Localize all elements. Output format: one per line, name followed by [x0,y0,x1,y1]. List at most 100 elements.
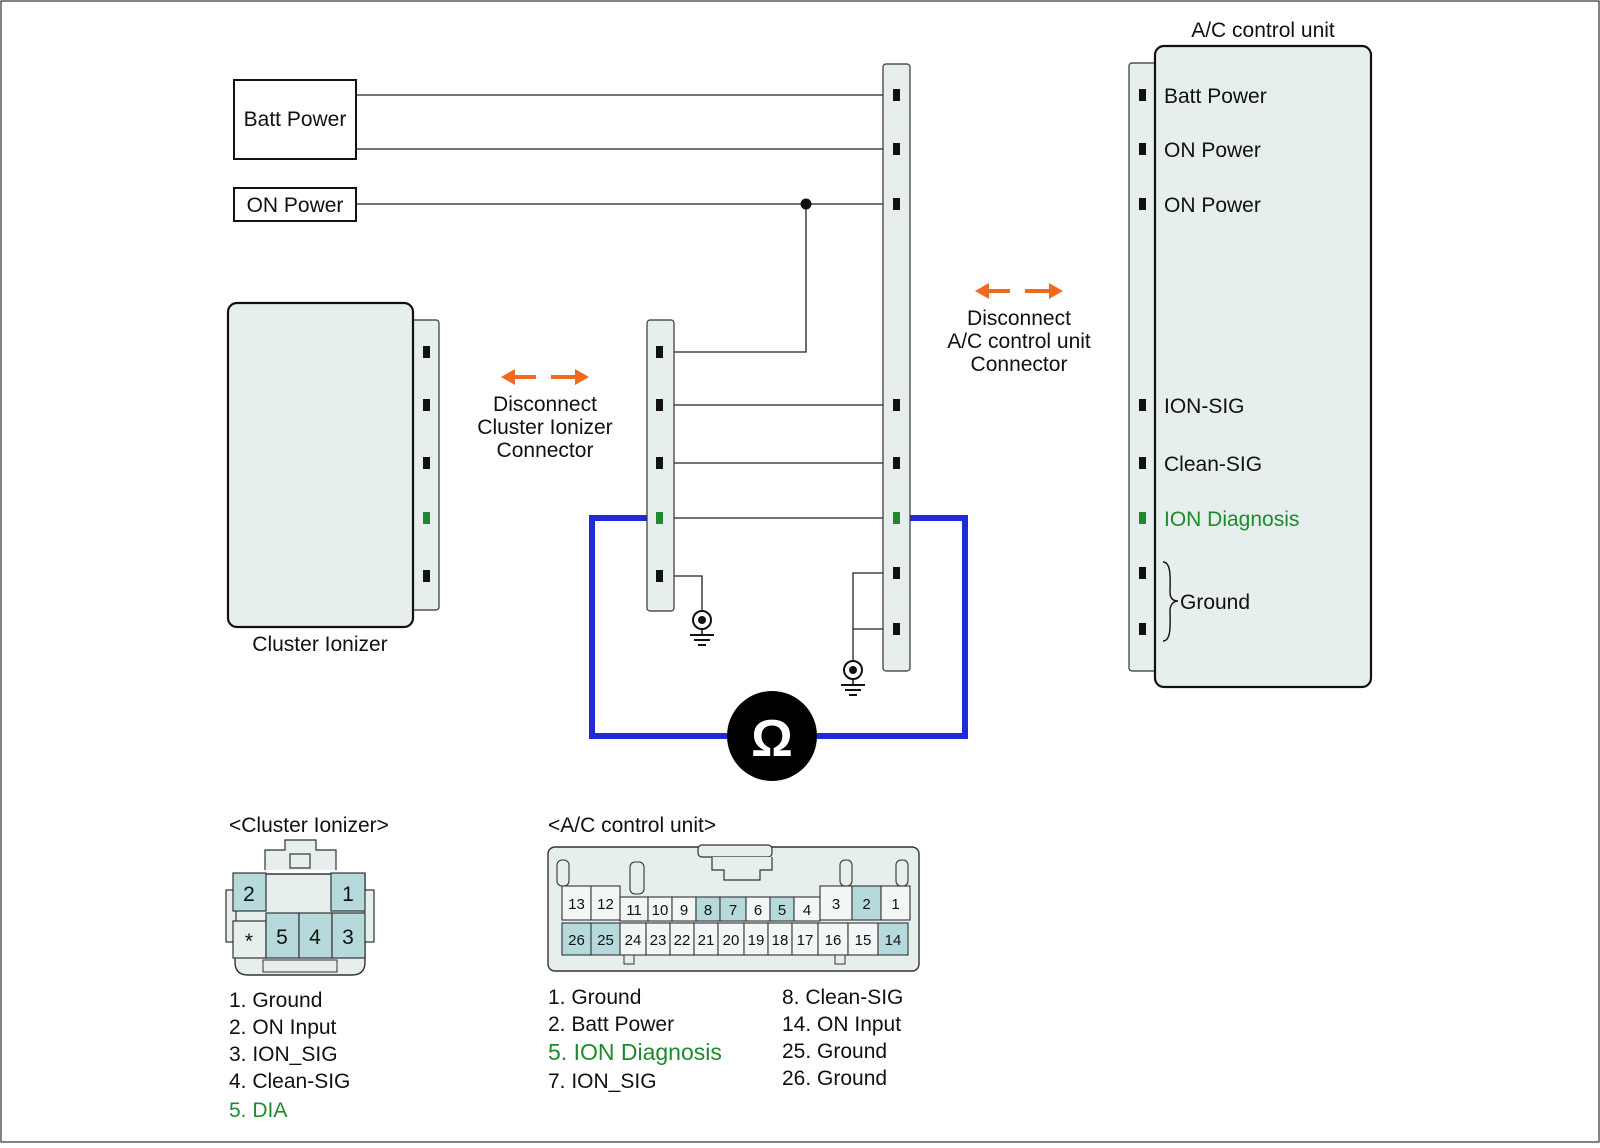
acu-connector-pin [669,922,695,956]
acu-legend-item: 1. Ground [548,986,641,1009]
acu-pin-on-power-2: ON Power [1164,194,1261,217]
acu-pin [1139,399,1146,411]
cluster-pin-label: 1 [342,883,354,906]
acu-connector-pin-label: 14 [885,932,902,949]
acu-pin [1139,512,1146,524]
acu-connector-pin-label: 18 [772,932,789,949]
acu-connector-pin [819,885,853,921]
acu-connector-pin [877,922,909,956]
acu-pin [1139,567,1146,579]
acu-connector-pin [590,885,621,921]
acu-pin [1139,89,1146,101]
harness-pin [893,623,900,635]
acu-pin-ion-sig: ION-SIG [1164,395,1245,418]
acu-connector-pin-label: 24 [625,932,642,949]
cluster-legend-item: 4. Clean-SIG [229,1070,350,1093]
acu-legend-item: 14. ON Input [782,1013,901,1036]
acu-connector-pin-label: 12 [597,896,614,913]
harness-pin [893,399,900,411]
acu-connector-pin [880,885,911,921]
cluster-legend-item: 3. ION_SIG [229,1043,338,1066]
acu-connector-pin [719,896,747,922]
cluster-legend-item: 2. ON Input [229,1016,337,1039]
on-power-label: ON Power [247,194,344,217]
cluster-pin-2 [232,872,267,912]
acu-connector-pin [851,885,882,921]
ground-icon [841,660,865,696]
acu-legend-item: 26. Ground [782,1067,887,1090]
acu-connector-pin [791,922,819,956]
acu-connector-pin-label: 3 [832,896,840,913]
ground-icon [690,610,714,646]
acu-connector-pin [743,922,769,956]
ohm-symbol: Ω [751,710,793,768]
acu-connector-pin-label: 25 [597,932,614,949]
acu-connector-pin-label: 21 [698,932,715,949]
cluster-ionizer-pin [423,457,430,469]
cluster-ionizer-body [226,301,415,629]
disconnect-acu-line2: A/C control unit [947,330,1091,353]
acu-connector-pin [693,922,719,956]
acu-connector-pin-label: 9 [680,902,688,919]
acu-connector-pin-label: 17 [797,932,814,949]
acu-connector-pin [647,896,673,922]
acu-legend-item: 8. Clean-SIG [782,986,903,1009]
harness-pin [893,143,900,155]
harness-pin [656,346,663,358]
cluster-pin-5 [265,912,300,959]
cluster-ionizer-pins [423,346,430,582]
acu-pin [1139,143,1146,155]
disconnect-cluster-line1: Disconnect [493,393,597,416]
acu-legend-item-diag: 5. ION Diagnosis [548,1039,722,1065]
harness-pin [893,89,900,101]
harness-pin [656,512,663,524]
harness-pin [893,198,900,210]
cluster-pin-label: 4 [309,926,321,949]
acu-connector-pin [793,896,821,922]
wire-on-branch [663,204,807,353]
disconnect-cluster-line3: Connector [497,439,594,462]
cluster-legend: 1. Ground 2. ON Input 3. ION_SIG 4. Clea… [229,989,350,1122]
disconnect-arrow-cluster [501,369,589,385]
cluster-ionizer-pin [423,570,430,582]
harness-pin [656,457,663,469]
acu-connector-pin [671,896,697,922]
cluster-pin-1 [330,872,366,912]
harness-pin [656,399,663,411]
acu-pin [1139,457,1146,469]
cluster-ionizer-pin [423,346,430,358]
acu-connector-pin-label: 20 [723,932,740,949]
cluster-ionizer-pin [423,399,430,411]
batt-power-box [233,79,357,160]
acu-connector-pin-label: 4 [803,902,811,919]
cluster-ionizer-pin [423,512,430,524]
ohmmeter-icon: Ω [727,691,817,781]
acu-connector-pin [767,922,793,956]
acu-connector-pin-label: 7 [729,902,737,919]
cluster-pin-4 [298,912,333,959]
acu-connector-pin [619,896,649,922]
harness-pin [893,567,900,579]
cluster-pin-3 [331,912,366,959]
acu-pin-on-power-1: ON Power [1164,139,1261,162]
acu-legend: 1. Ground 2. Batt Power 5. ION Diagnosis… [548,986,903,1093]
acu-connector-pin-label: 15 [855,932,872,949]
acu-pin [1139,623,1146,635]
acu-connector-pin-label: 5 [778,902,786,919]
cluster-pin-label: 3 [342,926,354,949]
acu-connector-pin [695,896,721,922]
acu-connector-pin-label: 22 [674,932,691,949]
splice-dot [800,198,812,210]
acu-connector-pin [590,922,621,956]
acu-legend-item: 25. Ground [782,1040,887,1063]
batt-power-label: Batt Power [244,108,347,131]
acu-pins [1139,89,1146,635]
acu-connector-pin-label: 19 [748,932,765,949]
acu-connector-pin-label: 6 [754,902,762,919]
acu-legend-item: 2. Batt Power [548,1013,674,1036]
acu-connector-pin-label: 13 [568,896,585,913]
wire-cluster-ground [663,575,703,612]
disconnect-cluster-line2: Cluster Ionizer [477,416,612,439]
